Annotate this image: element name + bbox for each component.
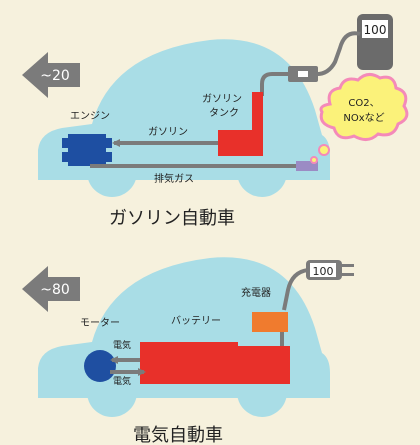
gasoline-car-section: ~20 100 ガソリン タンク エンジン ガソリン [22,14,409,229]
exhaust-pipe [296,161,318,171]
fuel-pump-value: 100 [364,23,387,37]
power-plug-icon: 100 [282,260,354,311]
charger-label: 充電器 [241,286,271,299]
engine-label: エンジン [70,111,110,122]
motor-icon [84,350,116,382]
electric-range-label: ~80 [40,282,70,298]
gasoline-flow-label: ガソリン [148,126,188,138]
gasoline-car-title: ガソリン自動車 [109,208,235,229]
plug-value: 100 [313,265,334,278]
gasoline-tank [218,92,263,156]
exhaust-cloud-icon [310,73,409,164]
gasoline-range-label: ~20 [40,68,70,84]
electric-car-title: 電気自動車 [133,425,223,445]
gasoline-tank-label-1: ガソリン [202,93,242,105]
electric-car-section: ~80 100 充電器 バッテリー モーター 電気 電気 電気自動車 [22,257,354,445]
charger-box [252,312,288,332]
battery-label: バッテリー [171,315,221,327]
engine-icon [62,134,112,166]
exhaust-label: 排気ガス [154,172,194,185]
cloud-text-1: CO2、 [348,98,379,109]
electric-range-arrow: ~80 [22,266,80,312]
gasoline-tank-label-2: タンク [209,107,239,119]
motor-label: モーター [80,317,120,329]
battery [140,342,290,384]
gasoline-range-arrow: ~20 [22,52,80,98]
electric-flow-bottom-label: 電気 [113,375,131,387]
left-arrow-icon [22,52,80,98]
gasoline-car-front-wheel [237,147,287,197]
cloud-text-2: NOxなど [343,112,384,124]
fuel-pump-icon: 100 [260,14,393,96]
electric-flow-top-label: 電気 [113,339,131,351]
left-arrow-icon [22,266,80,312]
